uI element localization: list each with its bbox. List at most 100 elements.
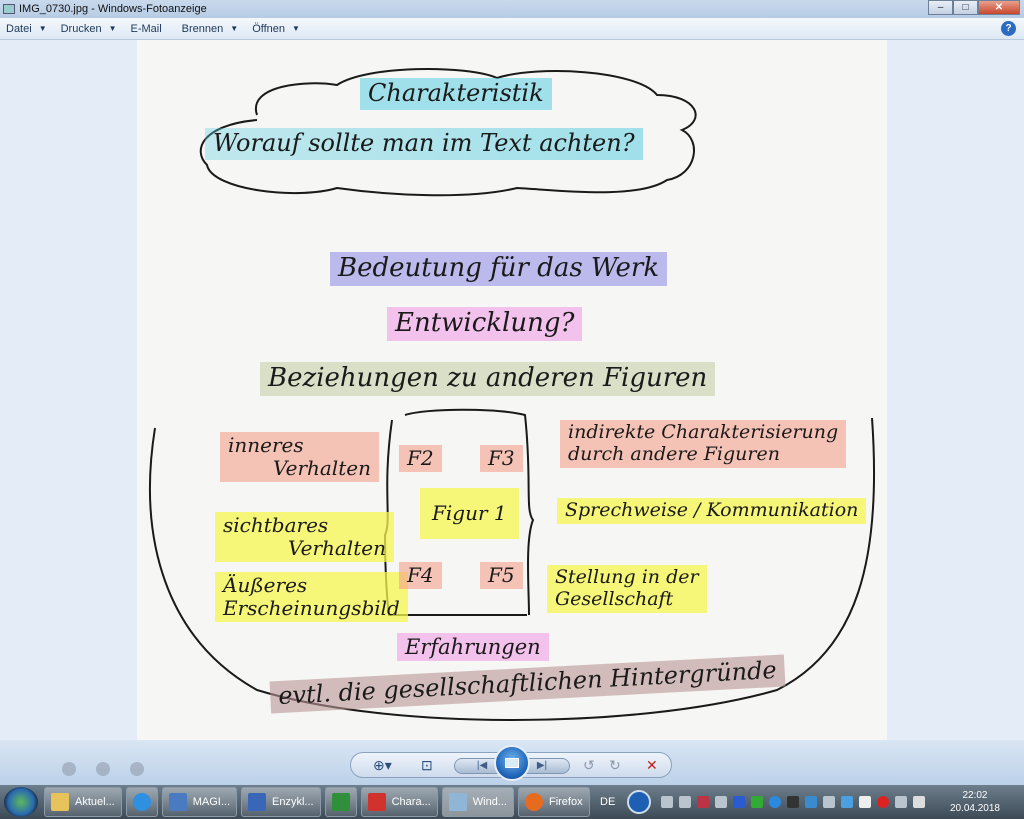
task-label: Firefox (548, 796, 583, 808)
speech-label: Sprechweise / Kommunikation (557, 498, 867, 524)
delete-button[interactable]: ✕ (646, 757, 658, 773)
minimize-button[interactable]: – (928, 0, 953, 15)
menu-label: Brennen (181, 22, 224, 35)
tray-app-icon[interactable] (679, 796, 692, 808)
close-button[interactable]: ✕ (978, 0, 1020, 15)
security-icon[interactable] (751, 796, 764, 808)
flag-icon[interactable] (859, 796, 872, 808)
rotate-left-button[interactable]: ↺ (583, 757, 595, 773)
rotate-right-button[interactable]: ↻ (609, 757, 621, 773)
line: Verhalten (288, 536, 386, 560)
slideshow-icon (505, 758, 519, 768)
line: Erscheinungsbild (223, 596, 400, 620)
menu-email[interactable]: E-Mail (131, 23, 162, 35)
development-label: Entwicklung? (387, 307, 583, 341)
line: inneres (228, 433, 304, 457)
globe-icon (96, 762, 110, 776)
tray-app-icon[interactable] (715, 796, 728, 808)
clock[interactable]: 22:02 20.04.2018 (950, 789, 1000, 815)
figure-f4: F4 (399, 562, 442, 589)
taskbar-pdf[interactable]: Chara... (360, 787, 438, 817)
taskbar-firefox[interactable]: Firefox (517, 787, 590, 817)
task-label: Wind... (472, 796, 507, 808)
viewer-toolbar: ⊕▾ ⊡ |◀ ▶| ↺ ↻ ✕ (0, 740, 1024, 785)
menu-oeffnen[interactable]: Öffnen ▼ (252, 23, 300, 35)
cloud-outline (199, 67, 697, 197)
sketch-lines (149, 67, 876, 721)
excel-icon (331, 793, 350, 811)
experience-label: Erfahrungen (397, 633, 549, 662)
menu-label: Datei (6, 22, 32, 35)
app-icon (3, 4, 15, 14)
chevron-down-icon: ▼ (292, 24, 300, 33)
chevron-down-icon: ▼ (38, 24, 47, 33)
teamviewer-icon[interactable] (769, 796, 782, 808)
window-title: IMG_0730.jpg - Windows-Fotoanzeige (19, 3, 207, 15)
task-label: Chara... (391, 796, 431, 808)
figure-f5: F5 (480, 562, 523, 589)
language-indicator[interactable]: DE (600, 796, 616, 808)
task-label: MAGI... (192, 796, 231, 808)
phone-icon (130, 762, 144, 776)
ie-icon (132, 793, 151, 811)
relations-label: Beziehungen zu anderen Figuren (260, 362, 716, 396)
menu-bar: Datei▼ Drucken▼ E-Mail Brennen▼ Öffnen▼ … (0, 18, 1024, 40)
clock-date: 20.04.2018 (949, 803, 1000, 814)
bracket-arc (149, 417, 876, 721)
zoom-button[interactable]: ⊕▾ (373, 757, 392, 773)
menu-drucken[interactable]: Drucken ▼ (61, 23, 117, 35)
clock-time: 22:02 (962, 790, 988, 801)
meaning-label: Bedeutung für das Werk (330, 252, 668, 286)
menu-label: Drucken (60, 22, 102, 35)
menu-label: Öffnen (252, 22, 286, 35)
task-label: Aktuel... (75, 796, 115, 808)
help-icon[interactable] (627, 790, 652, 814)
taskbar-explorer[interactable]: Aktuel... (44, 787, 122, 817)
display-icon[interactable] (895, 796, 908, 808)
fit-window-button[interactable]: ⊡ (421, 757, 433, 773)
figure-f2: F2 (399, 445, 442, 472)
tray-app-icon[interactable] (787, 796, 800, 808)
line: Verhalten (273, 456, 371, 480)
volume-icon[interactable] (913, 796, 926, 808)
cloud-icon[interactable] (841, 796, 854, 808)
title-bar: IMG_0730.jpg - Windows-Fotoanzeige – □ ✕ (0, 0, 1024, 18)
tray-app-icon[interactable] (823, 796, 836, 808)
chevron-down-icon: ▼ (230, 24, 239, 33)
question-text: Worauf sollte man im Text achten? (205, 128, 643, 160)
person-icon (62, 762, 76, 776)
line: Gesellschaft (555, 587, 674, 610)
firefox-icon (524, 793, 543, 811)
bluetooth-icon[interactable] (733, 796, 746, 808)
menu-brennen[interactable]: Brennen ▼ (182, 23, 239, 35)
help-icon[interactable]: ? (1001, 21, 1016, 36)
chevron-down-icon: ▼ (108, 24, 117, 33)
line: durch andere Figuren (568, 442, 780, 465)
network-icon[interactable] (661, 796, 674, 808)
menu-datei[interactable]: Datei ▼ (6, 23, 47, 35)
figure-main: Figur 1 (420, 488, 519, 539)
line: Äußeres (223, 573, 308, 597)
photo: Charakteristik Worauf sollte man im Text… (137, 40, 887, 740)
taskbar-internet-explorer[interactable] (125, 787, 158, 817)
title-charakteristik: Charakteristik (360, 78, 552, 110)
taskbar-magix[interactable]: MAGI... (161, 787, 238, 817)
line: indirekte Charakterisierung (568, 421, 839, 443)
antivirus-icon[interactable] (877, 796, 890, 808)
line: sichtbares (223, 513, 329, 537)
menu-label: E-Mail (130, 22, 162, 35)
folder-icon (51, 793, 69, 811)
task-label: Enzykl... (272, 796, 314, 808)
taskbar-word[interactable]: Enzykl... (241, 787, 321, 817)
slideshow-button[interactable] (494, 745, 530, 781)
taskbar-photo-viewer[interactable]: Wind... (441, 787, 514, 817)
maximize-button[interactable]: □ (953, 0, 978, 15)
word-icon (248, 793, 267, 811)
tray-app-icon[interactable] (805, 796, 818, 808)
start-button[interactable] (4, 787, 38, 817)
taskbar: Aktuel... MAGI... Enzykl... Chara... Win… (0, 785, 1024, 819)
taskbar-excel[interactable] (324, 787, 357, 817)
tray-app-icon[interactable] (697, 796, 710, 808)
